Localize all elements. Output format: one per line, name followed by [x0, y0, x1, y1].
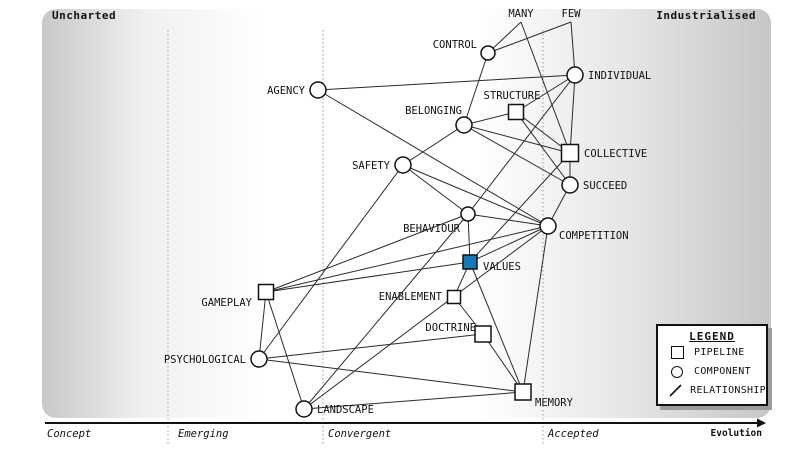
relationship-belonging-collective: [463, 124, 571, 154]
node-few-label: FEW: [562, 8, 582, 20]
map-background: [42, 9, 771, 418]
relationship-belonging-safety: [402, 124, 465, 166]
node-competition[interactable]: [539, 217, 557, 235]
node-competition-label: COMPETITION: [559, 230, 629, 242]
node-memory[interactable]: [514, 383, 532, 401]
node-psychological[interactable]: [250, 350, 268, 368]
industrialised-label: Industrialised: [656, 9, 756, 22]
node-memory-label: MEMORY: [535, 397, 574, 409]
node-structure[interactable]: [507, 103, 525, 121]
relationship-gameplay-psychological: [258, 291, 267, 360]
node-belonging[interactable]: [455, 116, 473, 134]
node-psychological-label: PSYCHOLOGICAL: [164, 354, 246, 366]
relationship-doctrine-memory: [482, 333, 524, 393]
node-gameplay[interactable]: [257, 283, 275, 301]
node-collective-label: COLLECTIVE: [584, 148, 647, 160]
relationship-structure-individual: [515, 74, 576, 113]
node-doctrine-label: DOCTRINE: [425, 322, 476, 334]
node-collective[interactable]: [560, 143, 580, 163]
node-control-label: CONTROL: [433, 39, 477, 51]
evolution-axis-label: Evolution: [711, 428, 762, 439]
stage-label-concept: Concept: [47, 428, 91, 440]
relationship-gameplay-values: [265, 261, 471, 293]
node-values[interactable]: [462, 254, 478, 270]
relationship-values-competition: [469, 225, 549, 263]
node-behaviour-label: BEHAVIOUR: [403, 223, 461, 235]
relationship-agency-competition: [317, 89, 549, 227]
relationship-icon: [667, 383, 683, 398]
node-belonging-label: BELONGING: [405, 105, 462, 117]
legend-item-relationship: RELATIONSHIP: [658, 381, 766, 400]
stage-label-accepted: Accepted: [547, 428, 599, 440]
relationship-belonging-structure: [463, 111, 517, 126]
relationship-agency-individual: [317, 74, 576, 91]
node-doctrine[interactable]: [474, 325, 492, 343]
relationship-behaviour-values: [467, 213, 471, 263]
node-agency[interactable]: [309, 81, 327, 99]
node-many-label: MANY: [508, 8, 534, 20]
relationship-gameplay-behaviour: [265, 213, 469, 293]
node-safety-label: SAFETY: [352, 160, 391, 172]
relationship-values-memory: [469, 261, 524, 393]
relationship-psychological-memory: [258, 358, 524, 393]
legend-item-pipeline: PIPELINE: [658, 343, 766, 362]
relationship-individual-behaviour: [467, 74, 576, 215]
relationship-safety-psychological: [258, 164, 404, 360]
node-gameplay-label: GAMEPLAY: [201, 297, 252, 309]
legend-item-component: COMPONENT: [658, 362, 766, 381]
relationship-individual-collective: [569, 74, 576, 154]
uncharted-label: Uncharted: [52, 9, 117, 22]
stage-label-convergent: Convergent: [328, 428, 391, 440]
relationship-safety-behaviour: [402, 164, 469, 215]
relationship-competition-memory: [522, 225, 549, 393]
pipeline-icon: [667, 346, 687, 359]
relationship-few-individual: [570, 21, 576, 76]
relationship-belonging-succeed: [463, 124, 571, 186]
relationship-psychological-doctrine: [258, 333, 484, 360]
component-icon: [667, 365, 687, 378]
relationship-structure-succeed: [515, 111, 571, 186]
node-succeed[interactable]: [561, 176, 579, 194]
relationship-few-control: [487, 21, 572, 54]
axis-arrowhead: [757, 418, 766, 428]
node-values-label: VALUES: [483, 261, 521, 273]
relationship-landscape-competition: [303, 225, 549, 410]
legend-box: LEGEND PIPELINE COMPONENT RELATIONSHIP: [656, 324, 768, 406]
stage-label-emerging: Emerging: [178, 428, 229, 440]
node-behaviour[interactable]: [460, 206, 476, 222]
relationship-safety-competition: [402, 164, 549, 227]
relationship-behaviour-competition: [467, 213, 549, 227]
node-landscape-label: LANDSCAPE: [317, 404, 374, 416]
node-safety[interactable]: [394, 156, 412, 174]
relationship-collective-values: [469, 152, 571, 263]
relationship-gameplay-landscape: [265, 291, 305, 410]
node-agency-label: AGENCY: [267, 85, 306, 97]
node-enablement-label: ENABLEMENT: [379, 291, 443, 303]
relationship-many-collective: [520, 21, 571, 154]
node-landscape[interactable]: [295, 400, 313, 418]
relationship-control-belonging: [463, 52, 489, 126]
node-succeed-label: SUCCEED: [583, 180, 627, 192]
legend-title: LEGEND: [689, 330, 735, 343]
relationship-landscape-memory: [303, 391, 524, 410]
relationship-landscape-behaviour: [303, 213, 469, 410]
node-individual-label: INDIVIDUAL: [588, 70, 651, 82]
node-enablement[interactable]: [446, 289, 462, 305]
node-structure-label: STRUCTURE: [484, 90, 541, 102]
relationship-gameplay-competition: [265, 225, 549, 293]
node-control[interactable]: [480, 45, 496, 61]
node-individual[interactable]: [566, 66, 584, 84]
